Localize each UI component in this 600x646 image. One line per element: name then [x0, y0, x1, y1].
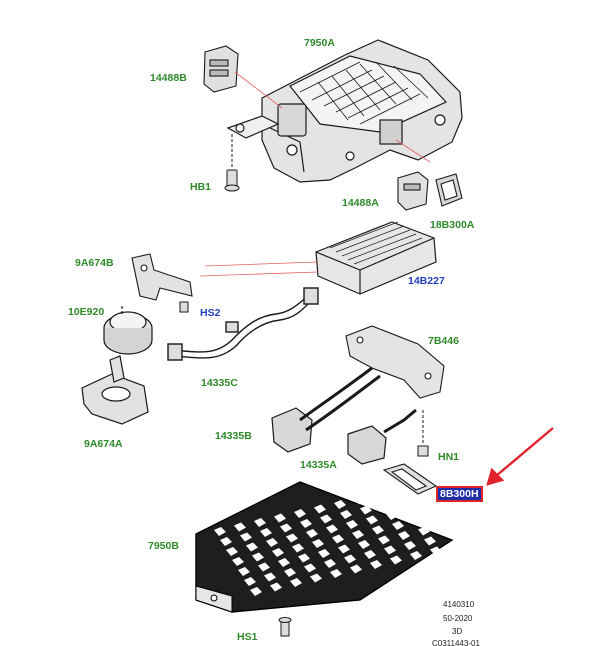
bracket-7B446 — [345, 325, 445, 399]
label-9A674B: 9A674B — [75, 257, 114, 269]
cover-7950B — [195, 481, 454, 613]
callout-arrow — [486, 427, 554, 486]
label-14335B: 14335B — [215, 430, 252, 442]
gasket-8B300H — [382, 463, 438, 495]
label-14335A: 14335A — [300, 459, 337, 471]
module-14B227 — [315, 221, 437, 295]
screw-HS1 — [278, 617, 292, 637]
label-14488A: 14488A — [342, 197, 379, 209]
label-14B227: 14B227 — [408, 275, 445, 287]
screw-HS2 — [179, 301, 189, 313]
part-10E920 — [103, 306, 153, 355]
label-7950A: 7950A — [304, 37, 335, 49]
harness-14335B — [271, 366, 381, 453]
doc-view: 3D — [452, 627, 463, 636]
bolt-HB1 — [224, 134, 240, 192]
label-7950B: 7950B — [148, 540, 179, 552]
label-18B300A: 18B300A — [430, 219, 475, 231]
label-HN1: HN1 — [438, 451, 460, 463]
label-9A674A: 9A674A — [84, 438, 123, 450]
nut-HN1 — [417, 410, 429, 457]
label-HS2: HS2 — [200, 307, 221, 319]
gasket-18B300A — [435, 173, 463, 207]
label-14335C: 14335C — [201, 377, 238, 389]
connector-14488B — [203, 45, 239, 93]
label-10E920: 10E920 — [68, 306, 105, 318]
doc-id: C0311443-01 — [432, 639, 480, 646]
harness-14335A — [347, 408, 417, 465]
label-14488B: 14488B — [150, 72, 187, 84]
harness-14335C — [167, 287, 319, 361]
doc-number: 4140310 — [443, 600, 475, 609]
bracket-9A674B — [131, 253, 193, 301]
label-8B300H-highlighted: 8B300H — [436, 486, 483, 502]
doc-date: 50-2020 — [443, 614, 473, 623]
label-HB1: HB1 — [190, 181, 212, 193]
housing-7950A — [226, 39, 463, 183]
leader-lines — [199, 71, 431, 277]
connector-14488A — [397, 171, 429, 211]
label-HS1: HS1 — [237, 631, 258, 643]
label-7B446: 7B446 — [428, 335, 459, 347]
bracket-9A674A — [81, 355, 149, 425]
